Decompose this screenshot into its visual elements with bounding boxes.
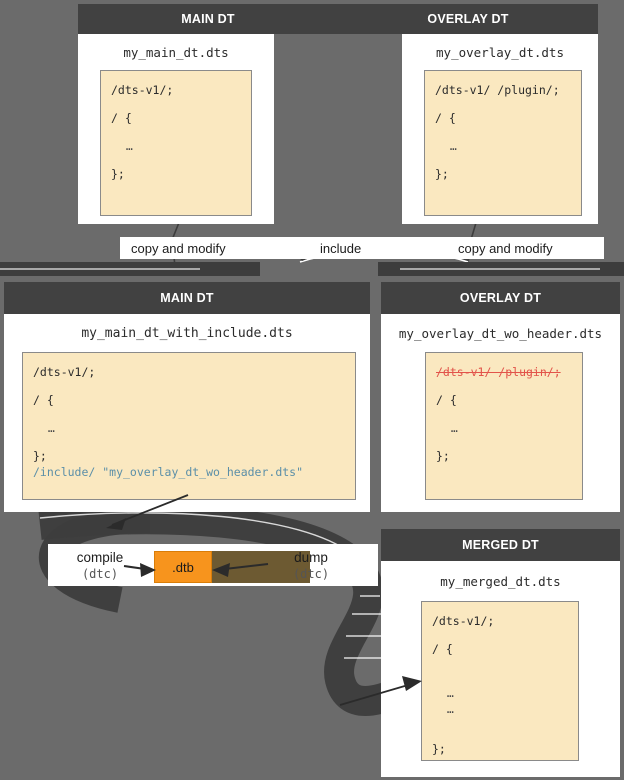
code-line: /dts-v1/; <box>33 365 96 379</box>
filename-main-dt-mid: my_main_dt_with_include.dts <box>81 326 293 341</box>
label-include: include <box>320 241 362 256</box>
code-line: }; <box>432 742 446 756</box>
filename-main-dt-top: my_main_dt.dts <box>123 45 229 60</box>
panel-title-overlay-dt-top: OVERLAY DT <box>427 12 509 26</box>
dtb-label: .dtb <box>172 559 194 575</box>
code-line: }; <box>33 449 47 463</box>
label-dump-text: dump <box>294 550 328 565</box>
panel-title-main-dt-mid: MAIN DT <box>4 282 370 314</box>
code-line: … <box>432 702 455 716</box>
panel-title-overlay-dt-mid: OVERLAY DT <box>381 282 620 314</box>
code-line: }; <box>435 167 449 181</box>
code-line-struck: /dts-v1/ /plugin/; <box>436 365 561 379</box>
top-row-titlebar: MAIN DT OVERLAY DT <box>78 4 598 34</box>
code-line: … <box>435 139 458 153</box>
filename-overlay-dt-mid: my_overlay_dt_wo_header.dts <box>398 326 603 341</box>
code-line: … <box>432 686 455 700</box>
code-line: … <box>33 421 56 435</box>
code-line: / { <box>33 393 54 407</box>
panel-main-dt-top: my_main_dt.dts /dts-v1/; / { … }; <box>78 34 274 224</box>
panel-merged-dt: my_merged_dt.dts /dts-v1/; / { … … }; <box>381 561 620 777</box>
code-line: }; <box>436 449 450 463</box>
code-line: / { <box>436 393 457 407</box>
label-copy-and-modify-right: copy and modify <box>458 241 553 256</box>
label-compile-text: compile <box>76 550 124 565</box>
filename-merged-dt: my_merged_dt.dts <box>440 574 561 589</box>
codebox-main-dt-mid: /dts-v1/; / { … }; /include/ "my_overlay… <box>22 352 356 500</box>
codebox-overlay-dt-top: /dts-v1/ /plugin/; / { … }; <box>424 70 582 216</box>
label-dump: dump (dtc) <box>276 550 346 581</box>
panel-overlay-dt-mid: my_overlay_dt_wo_header.dts /dts-v1/ /pl… <box>381 314 620 512</box>
code-line: / { <box>432 642 453 656</box>
label-dump-tool: (dtc) <box>292 566 330 581</box>
code-line: /dts-v1/ /plugin/; <box>435 83 560 97</box>
filename-overlay-dt-top: my_overlay_dt.dts <box>436 45 564 60</box>
label-copy-and-modify-left: copy and modify <box>131 241 226 256</box>
code-line: … <box>436 421 459 435</box>
code-line-include: /include/ "my_overlay_dt_wo_header.dts" <box>33 465 304 479</box>
panel-main-dt-mid: my_main_dt_with_include.dts /dts-v1/; / … <box>4 314 370 512</box>
codebox-merged-dt: /dts-v1/; / { … … }; <box>421 601 579 761</box>
code-line: }; <box>111 167 125 181</box>
label-compile: compile (dtc) <box>55 550 145 581</box>
connector-label-band <box>120 237 604 259</box>
code-line: /dts-v1/; <box>111 83 174 97</box>
code-line: … <box>111 139 134 153</box>
panel-title-merged-dt: MERGED DT <box>381 529 620 561</box>
code-line: / { <box>435 111 456 125</box>
code-line: / { <box>111 111 132 125</box>
panel-overlay-dt-top: my_overlay_dt.dts /dts-v1/ /plugin/; / {… <box>402 34 598 224</box>
panel-title-main-dt-top: MAIN DT <box>181 12 235 26</box>
dtb-artifact-box[interactable]: .dtb <box>154 551 212 583</box>
codebox-main-dt-top: /dts-v1/; / { … }; <box>100 70 252 216</box>
codebox-overlay-dt-mid: /dts-v1/ /plugin/; / { … }; <box>425 352 583 500</box>
label-compile-tool: (dtc) <box>81 566 119 581</box>
code-line: /dts-v1/; <box>432 614 495 628</box>
